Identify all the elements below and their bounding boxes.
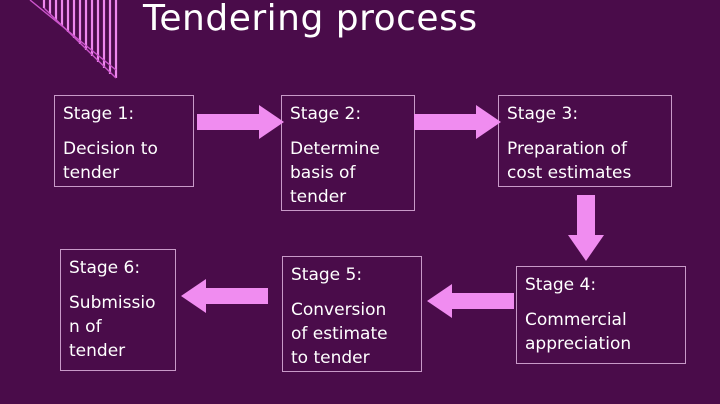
stage-5-box: Stage 5: Conversion of estimate to tende…	[282, 256, 422, 372]
arrow-right-icon	[414, 105, 501, 139]
stage-text: Decision to tender	[63, 139, 158, 183]
stage-label: Stage 1:	[63, 104, 135, 124]
page-title: Tendering process	[143, 0, 478, 39]
stage-label: Stage 3:	[507, 104, 579, 124]
stage-text: Conversion of estimate to tender	[291, 300, 388, 368]
stage-label: Stage 5:	[291, 265, 363, 285]
stripe-lines	[42, 0, 118, 78]
stripe-diagonals	[29, 0, 117, 79]
arrow-down-icon	[568, 195, 604, 261]
stage-4-box: Stage 4: Commercial appreciation	[516, 266, 686, 364]
stage-6-box: Stage 6: Submissio n of tender	[60, 249, 176, 371]
arrow-right-icon	[197, 105, 284, 139]
stage-text: Submissio n of tender	[69, 293, 156, 361]
stage-text: Commercial appreciation	[525, 310, 632, 354]
stage-2-box: Stage 2: Determine basis of tender	[281, 95, 415, 211]
stage-label: Stage 4:	[525, 275, 597, 295]
stage-text: Determine basis of tender	[290, 139, 380, 207]
arrow-left-icon	[427, 284, 514, 318]
stage-3-box: Stage 3: Preparation of cost estimates	[498, 95, 672, 187]
arrow-left-icon	[181, 279, 268, 313]
stage-1-box: Stage 1: Decision to tender	[54, 95, 194, 187]
stage-label: Stage 2:	[290, 104, 362, 124]
decorative-stripes	[29, 0, 118, 79]
stage-label: Stage 6:	[69, 258, 141, 278]
stage-text: Preparation of cost estimates	[507, 139, 632, 183]
